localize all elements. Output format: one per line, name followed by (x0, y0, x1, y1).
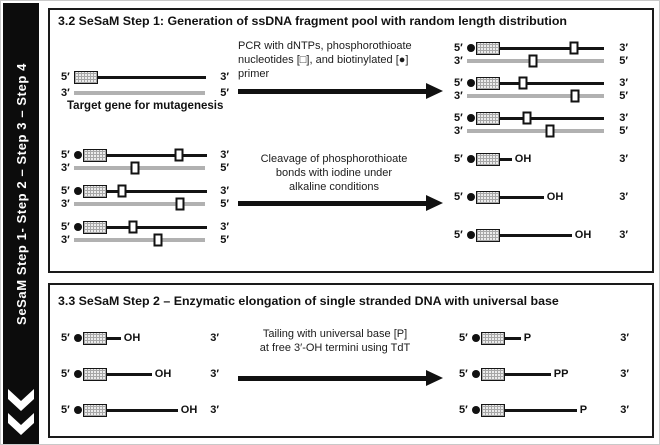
arrow-head (426, 370, 443, 386)
tailing-step-text: Tailing with universal base [P] at free … (231, 327, 439, 355)
target-gene-label: Target gene for mutagenesis (67, 100, 224, 112)
arrow-head (426, 83, 443, 99)
arrow-head (426, 195, 443, 211)
pcr-step-text-line: PCR with dNTPs, phosphorothioate (238, 40, 412, 52)
tailing-step-text-line: at free 3′-OH termini using TdT (259, 342, 411, 354)
tailing-arrow-right-icon (238, 370, 443, 386)
pcr-step-text-line: primer (238, 68, 270, 80)
cleavage-step-text-line: alkaline conditions (289, 181, 379, 193)
pcr-arrow-right-icon (238, 83, 443, 99)
panel-step1-title: 3.2 SeSaM Step 1: Generation of ssDNA fr… (58, 14, 567, 28)
cleavage-step-text: Cleavage of phosphorothioate bonds with … (234, 152, 434, 194)
arrow-shaft (238, 88, 426, 94)
cleavage-step-text-line: Cleavage of phosphorothioate (260, 153, 408, 165)
sidebar-step-label: SeSaM Step 1- Step 2 – Step 3 – Step 4 (13, 63, 29, 325)
cleavage-step-text-line: bonds with iodine under (275, 167, 393, 179)
pcr-step-text-line: nucleotides [□], and biotinylated [●] (238, 54, 409, 66)
arrow-shaft (238, 200, 426, 206)
panel-step2-title: 3.3 SeSaM Step 2 – Enzymatic elongation … (58, 294, 559, 308)
cleavage-arrow-right-icon (238, 195, 443, 211)
tailing-step-text-line: Tailing with universal base [P] (262, 328, 408, 340)
sidebar: SeSaM Step 1- Step 2 – Step 3 – Step 4 (3, 3, 39, 444)
panel-step2 (48, 283, 654, 438)
arrow-shaft (238, 375, 426, 381)
sidebar-label-wrap: SeSaM Step 1- Step 2 – Step 3 – Step 4 (3, 3, 39, 385)
double-chevron-down-icon (3, 388, 39, 438)
panel-step1 (48, 8, 654, 273)
pcr-step-text: PCR with dNTPs, phosphorothioate nucleot… (238, 39, 438, 81)
